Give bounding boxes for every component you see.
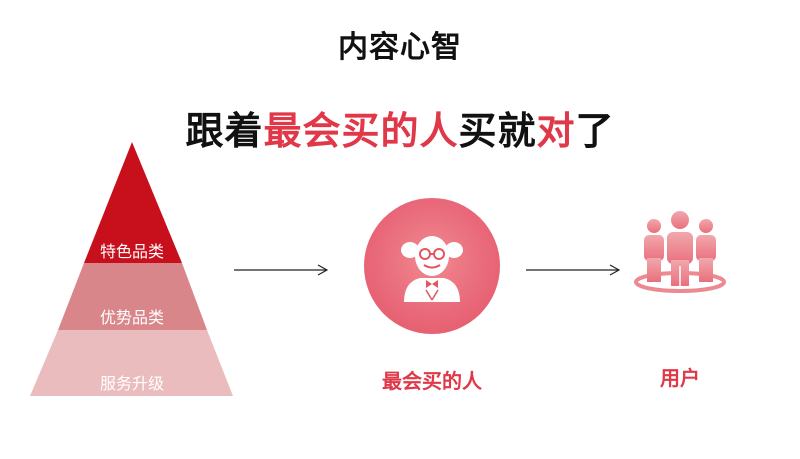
arrow-right-icon xyxy=(526,264,621,276)
pyramid-tier-label-2: 优势品类 xyxy=(99,308,164,327)
slogan-part-5: 了 xyxy=(575,109,615,153)
old-man-icon xyxy=(401,236,463,302)
slogan-part-3: 买就 xyxy=(458,109,537,153)
pyramid-tier-label-3: 服务升级 xyxy=(99,374,164,393)
expert-node xyxy=(364,198,500,334)
pyramid-tier-label-1: 特色品类 xyxy=(99,242,164,261)
slogan-part-1: 跟着 xyxy=(185,109,264,153)
arrow-right-icon xyxy=(234,264,329,276)
users-caption: 用户 xyxy=(660,366,700,390)
slogan-highlight-2: 对 xyxy=(536,109,576,153)
pyramid-tier-bottom xyxy=(30,330,233,396)
slogan: 跟着最会买的人买就对了 xyxy=(0,100,800,155)
pyramid-tier-top xyxy=(84,142,182,263)
pyramid-tier-middle xyxy=(58,263,207,330)
slogan-highlight-1: 最会买的人 xyxy=(263,109,459,153)
page-title: 内容心智 xyxy=(338,30,462,65)
expert-caption: 最会买的人 xyxy=(382,369,482,393)
user-group-icon xyxy=(634,211,726,293)
